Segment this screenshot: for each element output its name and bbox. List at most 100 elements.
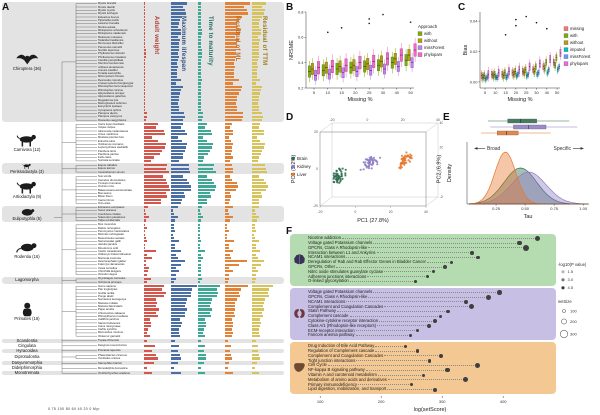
leader-line [384, 306, 468, 308]
trait-bar-cell [144, 55, 171, 58]
trait-bar-resml [225, 95, 237, 98]
species-name: Octodon degus [98, 273, 117, 277]
trait-bar-weight [144, 188, 170, 191]
trait-bar-cell [171, 305, 198, 308]
trait-bar-cell [144, 216, 171, 219]
trait-bar-maturity [198, 95, 202, 98]
trait-bar-cell [198, 291, 225, 294]
trait-bar-cell [171, 153, 198, 156]
trait-bar-cell [171, 98, 198, 102]
trait-bar-lifespan [171, 188, 191, 191]
trait-bar-cell [171, 219, 198, 222]
trait-bar-cell [198, 136, 225, 139]
label: 20 [353, 90, 358, 95]
box-front [319, 131, 427, 207]
silhouette-shape [22, 302, 32, 316]
species-name: Carlito syrichta [98, 328, 117, 331]
trait-bar-cell [252, 108, 279, 112]
trait-bar-cell [144, 270, 171, 273]
trait-bar-cell [198, 102, 225, 105]
pathway-row: Complement and Coagulation Cascades [308, 304, 474, 310]
trait-bar-resttm [252, 29, 262, 32]
trait-bar-cell [198, 182, 225, 185]
trait-bar-resml [225, 159, 230, 162]
trait-bar-resttm [252, 256, 258, 260]
species-name: Equus caballus [98, 164, 117, 167]
trait-bar-cell [198, 219, 225, 222]
species-row: Pteropus alecto [98, 112, 284, 115]
trait-bar-maturity [198, 52, 202, 55]
species-row: Dasypus novemcinctus [98, 344, 284, 347]
trait-bar-cell [198, 98, 225, 102]
trait-bar-lifespan [171, 133, 187, 136]
trait-bar-lifespan [171, 39, 181, 42]
trait-bar-cell [198, 85, 225, 88]
species-name: Eonycteris spelaea [98, 105, 122, 109]
trait-bar-cell [225, 367, 252, 370]
trait-bar-resttm [252, 212, 257, 215]
trait-bar-cell [225, 92, 252, 95]
label: NRSME [289, 40, 295, 60]
trait-bar-cell [198, 178, 225, 181]
trait-bar-cell [198, 240, 225, 243]
trait-bar-cell [198, 216, 225, 219]
score-dot [427, 323, 432, 328]
trait-bar-cell [171, 354, 198, 357]
data-point [376, 160, 379, 164]
species-row: Ochotona princeps [98, 281, 284, 284]
species-name: Tursiops truncatus [98, 181, 121, 185]
trait-bar-cell [225, 5, 252, 8]
trait-bar-resml [225, 226, 228, 230]
trait-bar-resttm [252, 126, 259, 129]
data-point [362, 161, 365, 164]
trait-bar-cell [198, 331, 225, 334]
trait-bar-cell [198, 305, 225, 308]
species-rows: Monodelphis domestica [52, 366, 284, 370]
trait-bar-weight [144, 311, 156, 314]
trait-bar-cell [225, 45, 252, 48]
data-point [364, 161, 367, 164]
species-rows: Tupaia chinensis [52, 339, 284, 343]
trait-bar-cell [252, 246, 279, 250]
trait-bar-weight [144, 25, 145, 28]
species-row: Hipposideros armiger [98, 92, 284, 95]
species-name: Procavia capensis [98, 349, 121, 353]
trait-bar-cell [252, 188, 279, 191]
trait-bar-cell [144, 246, 171, 250]
trait-bar-maturity [198, 19, 201, 22]
trait-bar-weight [144, 277, 152, 280]
species-row: Microcebus murinus [98, 331, 284, 334]
trait-bar-cell [171, 335, 198, 338]
trait-bar-cell [225, 236, 252, 240]
trait-bar-cell [225, 266, 252, 270]
trait-bar-cell [198, 72, 225, 75]
trait-bar-cell [225, 102, 252, 105]
trait-bar-cell [252, 112, 279, 115]
trait-bar-cell [144, 357, 171, 360]
trait-bar-cell [252, 19, 279, 22]
trait-bar-cell [225, 123, 252, 126]
pathway-label: Fanconi anemia pathway [308, 332, 355, 338]
trait-bar-cell [171, 198, 198, 201]
trait-bar-resml [225, 9, 248, 12]
trait-bar-cell [171, 357, 198, 360]
species-name: Cynopterus sphinx [98, 108, 122, 112]
species-row: Eonycteris spelaea [98, 105, 284, 108]
score-dot [449, 260, 454, 264]
trait-bar-resttm [252, 65, 259, 68]
species-row: Macaca fascicularis [98, 305, 284, 308]
trait-bar-resml [225, 354, 232, 357]
trait-bar-resttm [252, 328, 259, 331]
trait-bar-cell [198, 170, 225, 174]
trait-bar-lifespan [171, 344, 179, 347]
trait-bar-maturity [198, 59, 202, 62]
trait-bar-cell [171, 112, 198, 115]
trait-bar-cell [252, 236, 279, 240]
species-row: Phyllostomus hastatus [98, 55, 284, 58]
trait-bar-maturity [198, 9, 202, 12]
trait-bar-resttm [252, 170, 268, 174]
trait-bar-weight [144, 321, 152, 324]
